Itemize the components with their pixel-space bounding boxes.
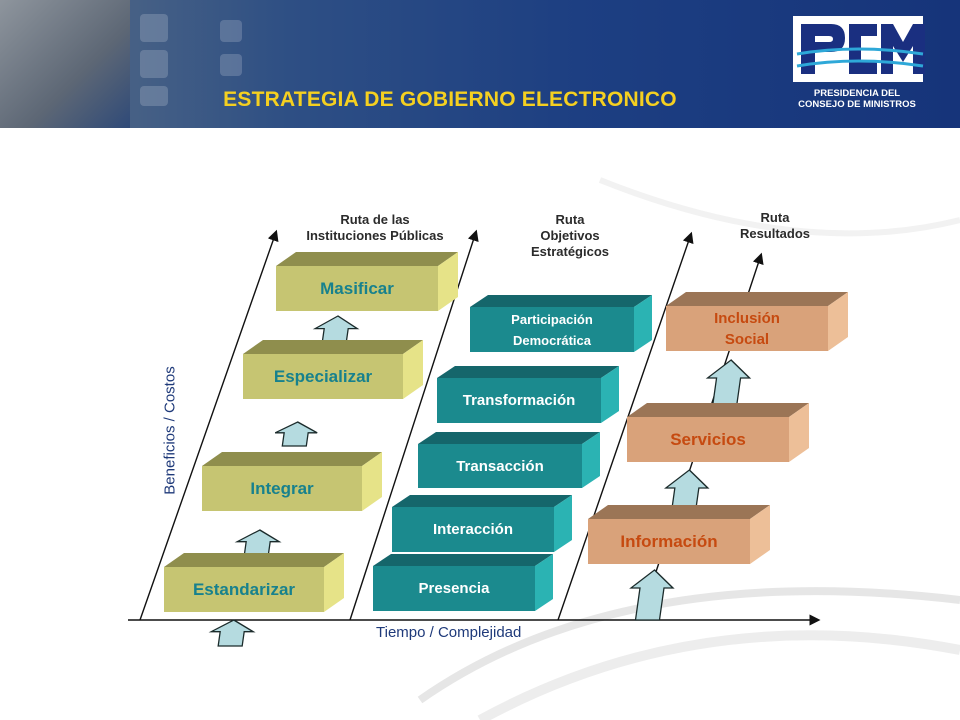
route-2-step-2-label: Interacción	[392, 507, 554, 552]
route-2-step-3-front	[418, 444, 582, 488]
logo-line-2: CONSEJO DE MINISTROS	[798, 99, 916, 110]
route-1-step-4-front	[276, 266, 438, 311]
route-1-step-1-label-line: Estandarizar	[192, 580, 296, 599]
y-axis-label: Beneficios / Costos	[161, 366, 179, 495]
route-3-step-3-label-line: Social	[724, 330, 770, 348]
route-2-step-1-top	[373, 554, 553, 566]
route-3-step-2-front	[627, 417, 789, 462]
route-axis-1	[139, 229, 279, 621]
step-arrow-7	[705, 359, 752, 405]
route-1-step-4-label-line: Masificar	[320, 279, 394, 298]
pcm-logo: PRESIDENCIA DEL CONSEJO DE MINISTROS	[787, 14, 927, 114]
route-3-label-line: Resultados	[739, 226, 811, 241]
pcm-logo-mark	[793, 16, 925, 82]
route-1-step-3-label: Especializar	[243, 354, 403, 399]
route-2-step-3-label-line: Transacción	[456, 457, 544, 475]
route-axis-3	[557, 231, 694, 621]
route-1-step-2-front	[202, 466, 362, 511]
route-1-label-line: Instituciones Públicas	[306, 228, 444, 243]
route-1-step-3-top	[243, 340, 423, 354]
route-1-step-2-label-line: Integrar	[250, 479, 314, 498]
step-arrow-3	[274, 421, 318, 447]
route-2-step-1-label-line: Presencia	[418, 580, 490, 597]
route-1-step-3-side	[403, 340, 423, 399]
step-arrow-2	[234, 529, 282, 557]
route-2-step-4-label-line: Transformación	[462, 392, 576, 409]
route-1-step-3-front	[243, 354, 403, 399]
route-2-step-2-front	[392, 507, 554, 552]
route-2-step-1-side	[535, 554, 553, 611]
route-2-step-2-label-line: Interacción	[432, 521, 514, 538]
route-3-step-1-side	[750, 505, 770, 564]
route-2-step-3-side	[582, 432, 600, 488]
route-2-step-4-label: Transformación	[437, 378, 601, 423]
route-2-label-line: Ruta	[555, 212, 585, 227]
route-2-step-4-side	[601, 366, 619, 423]
route-3-step-2-top	[627, 403, 809, 417]
route-3-step-2-side	[789, 403, 809, 462]
step-arrow-4	[312, 315, 360, 345]
route-1-label-line: Ruta de las	[340, 212, 410, 227]
logo-line-1: PRESIDENCIA DEL	[813, 88, 901, 99]
route-2-label-line: Estratégicos	[530, 244, 610, 259]
page-title: ESTRATEGIA DE GOBIERNO ELECTRONICO	[223, 88, 677, 111]
route-1-step-2-side	[362, 452, 382, 511]
route-2-step-3-label: Transacción	[418, 444, 582, 488]
route-1-step-1-side	[324, 553, 344, 612]
route-1-step-2-label: Integrar	[202, 466, 362, 511]
route-2-step-2-side	[554, 495, 572, 552]
route-1-step-1-label: Estandarizar	[164, 567, 324, 612]
route-2-step-2-top	[392, 495, 572, 507]
route-1-step-4-top	[276, 252, 458, 266]
header-photo	[0, 0, 130, 128]
x-axis-label: Tiempo / Complejidad	[376, 624, 522, 641]
route-2-step-5-label-line: Participación	[511, 311, 593, 327]
route-2-step-4-front	[437, 378, 601, 423]
route-2-step-5-label-line: Democrática	[512, 332, 592, 348]
step-arrow-1	[208, 619, 256, 647]
route-2-step-5-side	[634, 295, 652, 352]
header-banner: ESTRATEGIA DE GOBIERNO ELECTRONICO PRESI…	[0, 0, 960, 128]
route-3-step-1-label: Información	[588, 519, 750, 564]
route-3-step-2-label: Servicios	[627, 417, 789, 462]
route-1-step-2-top	[202, 452, 382, 466]
step-arrow-5	[629, 569, 675, 621]
route-2-step-1-label: Presencia	[373, 566, 535, 611]
route-2-step-5-top	[470, 295, 652, 307]
route-1-step-1-front	[164, 567, 324, 612]
route-3-step-1-label-line: Información	[620, 532, 718, 551]
route-2-label-line: Objetivos	[540, 228, 600, 243]
route-2-step-1-front	[373, 566, 535, 611]
route-2-step-4-top	[437, 366, 619, 378]
route-3-step-3-top	[666, 292, 848, 306]
route-1-step-3-label-line: Especializar	[273, 367, 373, 386]
route-3-step-2-label-line: Servicios	[670, 430, 746, 449]
route-1-step-4-side	[438, 252, 458, 311]
route-2-step-5-front	[470, 307, 634, 352]
route-1-step-1-top	[164, 553, 344, 567]
route-3-label-line: Ruta	[760, 210, 790, 225]
route-3-step-3-side	[828, 292, 848, 351]
route-3-step-1-top	[588, 505, 770, 519]
route-3-step-1-front	[588, 519, 750, 564]
route-2-step-3-top	[418, 432, 600, 444]
route-1-step-4-label: Masificar	[276, 266, 438, 311]
route-3-step-3-front	[666, 306, 828, 351]
route-3-step-3-label-line: Inclusión	[714, 309, 780, 327]
